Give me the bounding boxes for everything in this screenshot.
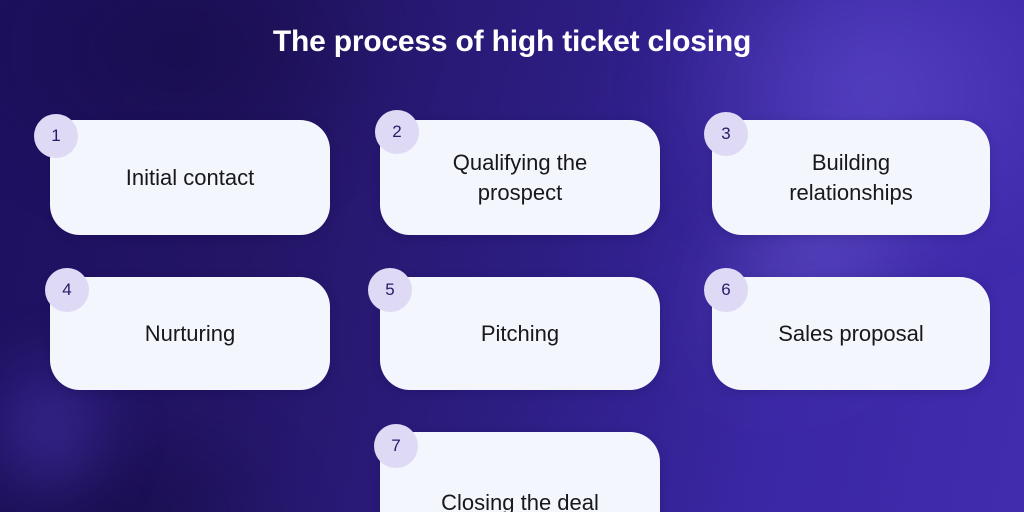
- step-card-5[interactable]: Pitching: [380, 277, 660, 390]
- step-number-badge-4: 4: [45, 268, 89, 312]
- step-card-3[interactable]: Building relationships: [712, 120, 990, 235]
- page-title: The process of high ticket closing: [272, 25, 752, 58]
- step-label-1: Initial contact: [125, 164, 255, 190]
- step-card-2[interactable]: Qualifying the prospect: [380, 120, 660, 235]
- step-number-badge-3: 3: [704, 112, 748, 156]
- step-label-5: Pitching: [480, 320, 560, 346]
- step-label-2: Qualifying the prospect: [452, 149, 588, 205]
- step-card-4[interactable]: Nurturing: [50, 277, 330, 390]
- step-label-6: Sales proposal: [778, 320, 924, 346]
- step-card-1[interactable]: Initial contact: [50, 120, 330, 235]
- step-number-badge-7: 7: [374, 424, 418, 468]
- step-label-4: Nurturing: [144, 320, 236, 346]
- step-label-7: Closing the deal: [441, 490, 599, 512]
- step-number-badge-5: 5: [368, 268, 412, 312]
- step-label-3: Building relationships: [789, 149, 913, 205]
- step-card-7[interactable]: Closing the deal: [380, 432, 660, 512]
- step-number-badge-2: 2: [375, 110, 419, 154]
- step-number-badge-1: 1: [34, 114, 78, 158]
- step-number-badge-6: 6: [704, 268, 748, 312]
- step-card-6[interactable]: Sales proposal: [712, 277, 990, 390]
